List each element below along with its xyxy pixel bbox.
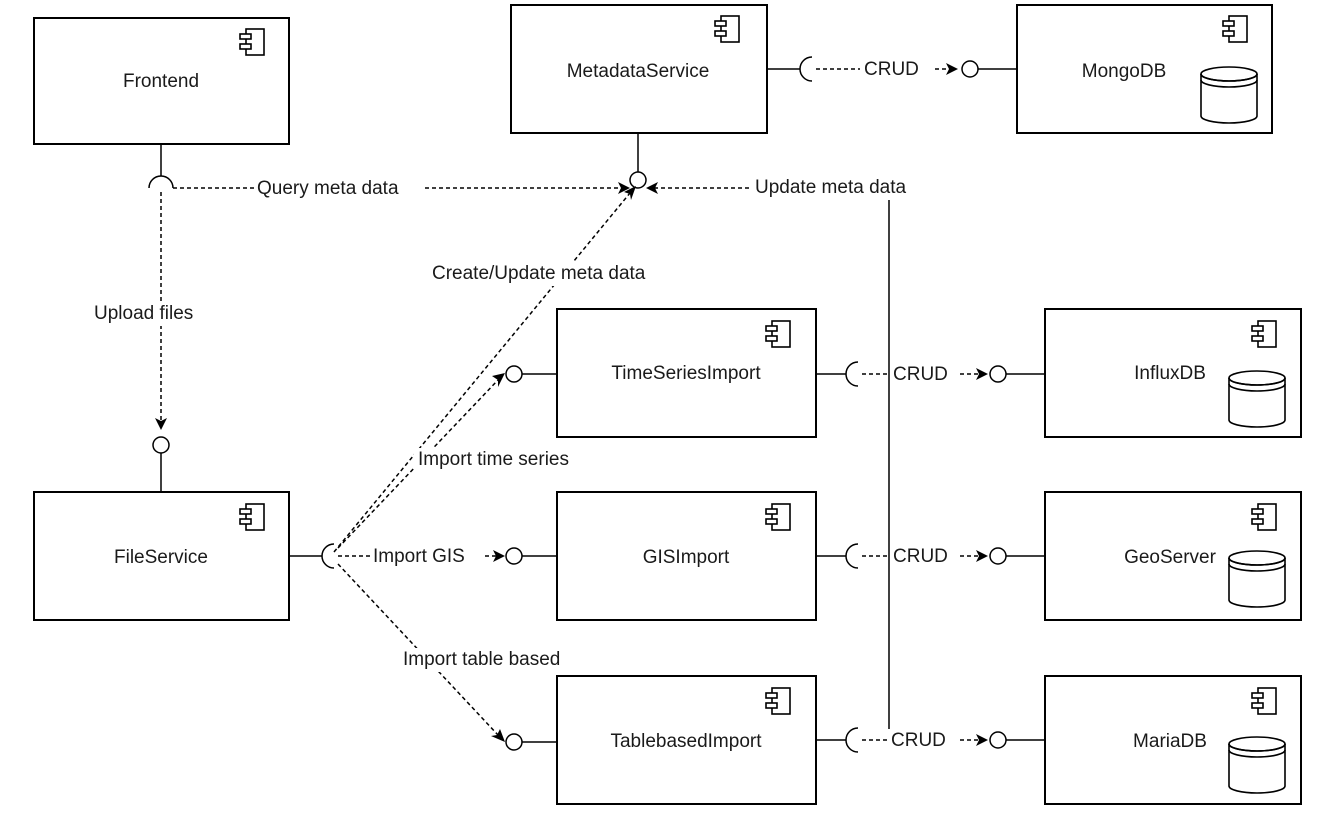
component-label: TimeSeriesImport (611, 363, 761, 384)
connector-label: CRUD (893, 546, 948, 567)
import-table-based-connector: Import table based (337, 563, 590, 751)
component-frontend[interactable]: Frontend (33, 17, 290, 145)
component-label: TablebasedImport (610, 731, 762, 752)
upload-files-connector: Upload files (90, 192, 220, 492)
database-icon (1200, 66, 1258, 124)
import-gis-connector: Import GIS (338, 545, 557, 567)
crud-mongodb-connector: CRUD (767, 56, 1017, 82)
component-tablebased-import[interactable]: TablebasedImport (556, 675, 817, 805)
component-label: MongoDB (1082, 61, 1167, 82)
database-icon (1228, 550, 1286, 608)
crud-mariadb-connector: CRUD (816, 727, 1045, 753)
connector-label: CRUD (891, 730, 946, 751)
frontend-required-socket (148, 144, 174, 189)
database-icon (1228, 370, 1286, 428)
component-file-service[interactable]: FileService (33, 491, 290, 621)
connector-label: Create/Update meta data (432, 263, 646, 284)
crud-geoserver-connector: CRUD (816, 543, 1045, 569)
connector-label: CRUD (893, 364, 948, 385)
component-label: InfluxDB (1134, 363, 1206, 384)
component-label: MariaDB (1133, 731, 1207, 752)
update-meta-data-connector: Update meta data (646, 176, 936, 740)
component-metadata-service[interactable]: MetadataService (510, 4, 768, 134)
connector-label: Upload files (94, 303, 193, 324)
component-mariadb[interactable]: MariaDB (1044, 675, 1302, 805)
connector-label: Import GIS (373, 546, 465, 567)
query-meta-data-connector: Query meta data (173, 177, 630, 199)
component-label: GeoServer (1124, 547, 1217, 568)
connector-label: Update meta data (755, 177, 906, 198)
component-timeseries-import[interactable]: TimeSeriesImport (556, 308, 817, 438)
component-label: FileService (114, 547, 208, 568)
connector-label: Query meta data (257, 178, 399, 199)
connector-label: CRUD (864, 59, 919, 80)
component-gis-import[interactable]: GISImport (556, 491, 817, 621)
component-label: Frontend (123, 71, 199, 92)
connector-label: Import time series (418, 449, 569, 470)
component-label: MetadataService (567, 61, 710, 82)
connector-label: Import table based (403, 649, 560, 670)
component-mongodb[interactable]: MongoDB (1016, 4, 1273, 134)
crud-influxdb-connector: CRUD (816, 361, 1045, 387)
metadata-provided-interface (629, 133, 647, 189)
database-icon (1228, 736, 1286, 794)
component-geoserver[interactable]: GeoServer (1044, 491, 1302, 621)
import-time-series-connector: Import time series (337, 365, 598, 549)
create-update-meta-data-connector: Create/Update meta data (333, 186, 686, 553)
component-label: GISImport (643, 547, 730, 568)
component-influxdb[interactable]: InfluxDB (1044, 308, 1302, 438)
fileservice-required-socket (289, 543, 335, 569)
